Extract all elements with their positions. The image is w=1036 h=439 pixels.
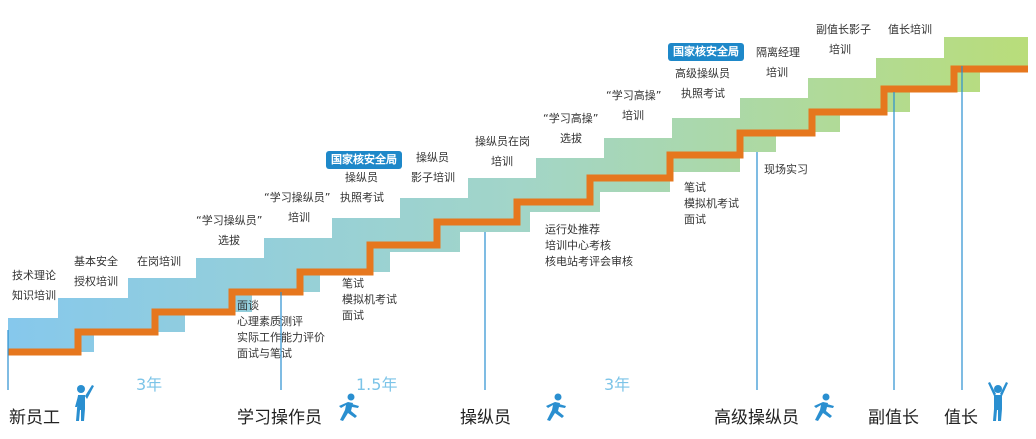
step-label-7: 操纵员影子培训 (411, 151, 455, 184)
step-label-3: 在岗培训 (137, 255, 181, 268)
step-label-14: 值长培训 (888, 23, 932, 36)
step-label-5: “学习操纵员”培训 (264, 191, 331, 224)
raised-arm-person-icon (75, 385, 94, 421)
nnsa-badge-1: 国家核安全局 (326, 151, 402, 169)
step-label-9: “学习高操”选拔 (543, 112, 599, 145)
stage-operator: 操纵员 (460, 408, 511, 428)
stage-trainee-operator: 学习操作员 (237, 408, 322, 428)
stage-senior-operator: 高级操纵员 (714, 408, 799, 428)
step-label-4: “学习操纵员”选拔 (196, 214, 263, 247)
step-label-6: 操纵员执照考试 (340, 171, 384, 204)
step-label-13: 副值长影子培训 (816, 23, 871, 56)
step-label-2: 基本安全授权培训 (74, 255, 118, 288)
running-person-icon (546, 393, 566, 421)
requirement-senior-selection: 运行处推荐培训中心考核核电站考评会审核 (545, 223, 633, 268)
duration-2: 1.5年 (356, 375, 398, 394)
step-label-12: 隔离经理培训 (756, 46, 800, 79)
raised-arms-person-icon (988, 382, 1008, 421)
progress-step-line (8, 65, 1028, 356)
stage-deputy-shift-supervisor: 副值长 (868, 408, 919, 428)
requirement-field-practice: 现场实习 (764, 163, 808, 176)
stage-markers (7, 66, 963, 390)
requirement-senior-operator: 笔试模拟机考试面试 (684, 181, 739, 226)
step-label-11: 高级操纵员执照考试 (675, 67, 730, 100)
running-person-icon (339, 393, 359, 421)
running-person-icon (814, 393, 834, 421)
step-label-8: 操纵员在岗培训 (475, 135, 530, 168)
step-label-1: 技术理论知识培训 (12, 269, 56, 302)
staircase-band (8, 37, 1028, 352)
step-label-10: “学习高操”培训 (606, 89, 662, 122)
stage-shift-supervisor: 值长 (944, 408, 978, 428)
stage-new-employee: 新员工 (9, 408, 60, 428)
duration-3: 3年 (604, 375, 631, 394)
requirement-trainee: 面谈心理素质测评实际工作能力评价面试与笔试 (237, 299, 325, 360)
requirement-operator: 笔试模拟机考试面试 (342, 277, 397, 322)
duration-1: 3年 (136, 375, 163, 394)
nnsa-badge-2: 国家核安全局 (668, 43, 744, 61)
